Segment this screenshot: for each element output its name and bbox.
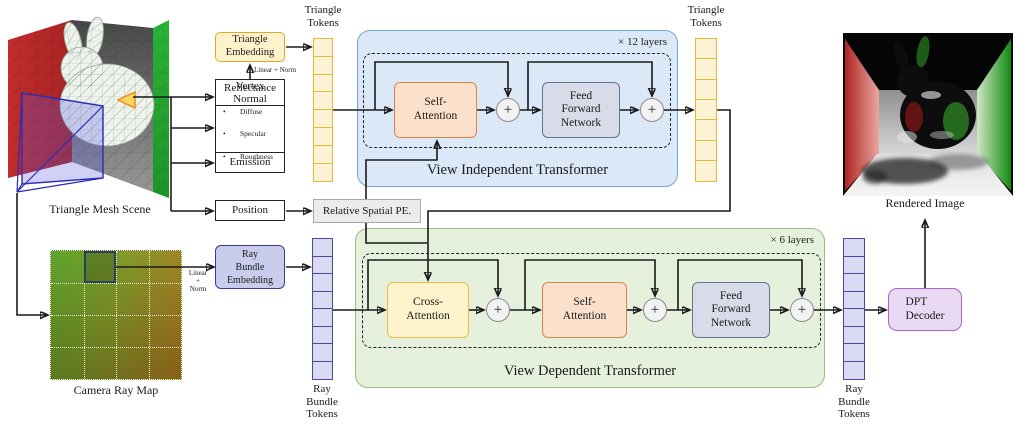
triangle-tokens-right-column	[695, 38, 717, 183]
token-cell	[313, 38, 333, 58]
rendered-image	[843, 33, 1013, 196]
token-cell	[843, 238, 865, 258]
token-cell	[313, 91, 333, 111]
emission-box: Emission	[215, 151, 285, 173]
token-cell	[843, 290, 865, 310]
vdt-add-3: +	[790, 298, 814, 322]
token-cell	[695, 139, 717, 162]
triangle-tokens-left-label: Triangle Tokens	[304, 4, 342, 29]
token-cell	[312, 255, 333, 275]
vdt-layers-label: × 6 layers	[770, 234, 814, 246]
token-cell	[843, 343, 865, 363]
token-cell	[695, 99, 717, 121]
ray-bundle-tokens-left-column	[312, 238, 333, 380]
token-cell	[313, 144, 333, 165]
token-cell	[843, 273, 865, 293]
token-cell	[313, 109, 333, 129]
triangle-tokens-left-column	[313, 38, 333, 182]
token-cell	[312, 325, 333, 345]
token-cell	[843, 308, 865, 328]
camera-ray-map	[50, 250, 182, 380]
vdt-self-attention-box: Self- Attention	[542, 282, 627, 338]
token-cell	[313, 55, 333, 76]
token-cell	[312, 308, 333, 328]
glossy-bunny	[893, 36, 976, 149]
token-cell	[695, 160, 717, 183]
token-cell	[695, 38, 717, 60]
token-cell	[313, 127, 333, 147]
token-cell	[312, 238, 333, 258]
token-cell	[843, 255, 865, 275]
rendered-image-label: Rendered Image	[885, 196, 965, 210]
vit-title: View Independent Transformer	[426, 162, 609, 178]
vdt-feed-forward-box: Feed Forward Network	[692, 282, 770, 338]
token-cell	[695, 119, 717, 142]
bullet-icon: •	[223, 129, 226, 139]
token-cell	[312, 343, 333, 363]
vit-layers-label: × 12 layers	[618, 36, 667, 48]
reflectance-title: Reflectance	[224, 82, 276, 95]
linear-norm-note-bottom: Linear + Norm	[188, 269, 208, 294]
token-cell	[843, 360, 865, 380]
triangle-tokens-right-label: Triangle Tokens	[687, 4, 725, 29]
scene-label: Triangle Mesh Scene	[49, 202, 151, 216]
token-cell	[695, 78, 717, 101]
dpt-decoder-box: DPT Decoder	[888, 288, 962, 331]
token-cell	[695, 58, 717, 81]
camera-frustum	[16, 92, 104, 193]
vit-feed-forward-box: Feed Forward Network	[542, 82, 620, 138]
position-box: Position	[215, 199, 285, 221]
token-cell	[313, 73, 333, 93]
highlighted-ray-bundle-cell	[83, 251, 116, 283]
vdt-cross-attention-box: Cross- Attention	[387, 282, 469, 338]
token-cell	[313, 162, 333, 182]
relative-spatial-pe-box: Relative Spatial PE.	[313, 199, 421, 223]
triangle-mesh-scene-image	[8, 16, 169, 198]
vit-add-2: +	[640, 98, 664, 122]
triangle-feature-stack: Vertex Normal Reflectance •Diffuse •Spec…	[215, 79, 285, 173]
bullet-icon: •	[223, 151, 226, 161]
ray-bundle-tokens-right-column	[843, 238, 865, 380]
ray-bundle-embedding-box: Ray Bundle Embedding	[215, 245, 285, 289]
triangle-embedding-box: Triangle Embedding	[215, 32, 285, 62]
camera-ray-map-label: Camera Ray Map	[73, 383, 159, 397]
vdt-add-1: +	[486, 298, 510, 322]
token-cell	[843, 325, 865, 345]
reflectance-box: Reflectance •Diffuse •Specular •Roughnes…	[215, 82, 285, 161]
vit-add-1: +	[496, 98, 520, 122]
bullet-icon: •	[223, 106, 226, 116]
vdt-add-2: +	[643, 298, 667, 322]
token-cell	[312, 290, 333, 310]
linear-norm-note-top: Linear + Norm	[254, 66, 297, 74]
bunny-shadow	[862, 154, 988, 184]
highlighted-triangle	[116, 90, 136, 110]
token-cell	[312, 360, 333, 380]
vit-self-attention-box: Self- Attention	[394, 82, 477, 138]
ray-bundle-tokens-left-label: Ray Bundle Tokens	[306, 383, 338, 421]
token-cell	[312, 273, 333, 293]
ray-bundle-tokens-right-label: Ray Bundle Tokens	[838, 383, 870, 421]
vertex-normal-box: Vertex Normal	[215, 79, 285, 106]
vdt-title: View Dependent Transformer	[503, 363, 677, 379]
